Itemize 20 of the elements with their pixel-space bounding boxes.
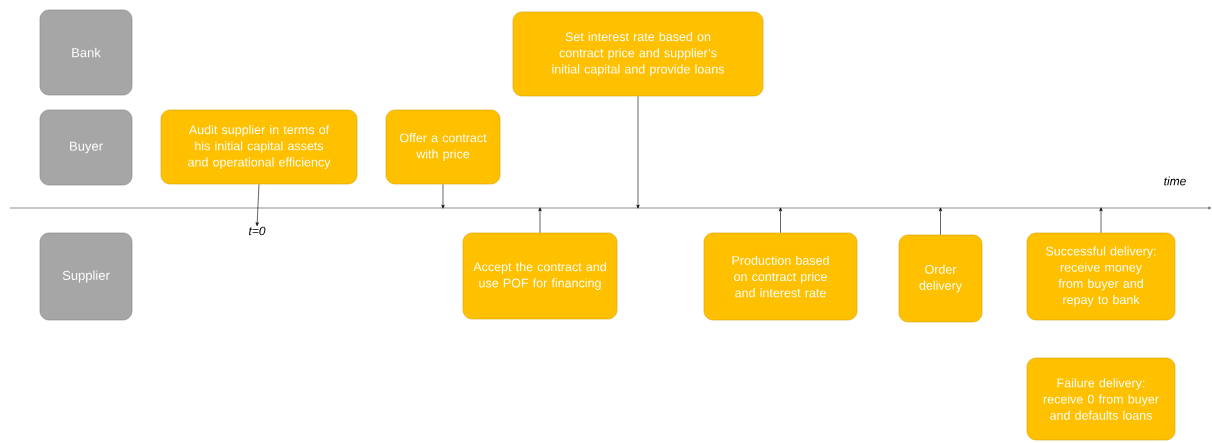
event-box: Successful delivery: receive money from buyer and repay to bank [1026, 232, 1176, 321]
event-box: Order delivery [898, 234, 983, 323]
event-box: Accept the contract and use POF for financing [462, 232, 618, 320]
tick-label: t=0 [249, 226, 266, 236]
event-box: Production based on contract price and interest rate [703, 232, 858, 321]
actor-box: Buyer [39, 109, 133, 186]
arrow [636, 96, 640, 209]
axis-label: time [1164, 176, 1186, 186]
arrow [938, 207, 943, 235]
event-box: Audit supplier in terms of his initial capital assets and operational efficiency [160, 109, 358, 185]
arrow [255, 184, 260, 227]
event-box: Offer a contract with price [385, 109, 501, 185]
event-box: Set interest rate based on contract price and supplier’s initial capital and provide loans [512, 11, 764, 97]
arrow [538, 207, 542, 233]
actor-box: Supplier [39, 232, 133, 321]
arrow [778, 207, 783, 233]
arrow [441, 184, 445, 209]
arrow [1099, 207, 1103, 233]
actor-box: Bank [39, 9, 133, 96]
event-box: Failure delivery: receive 0 from buyer and defaults loans [1026, 357, 1176, 441]
